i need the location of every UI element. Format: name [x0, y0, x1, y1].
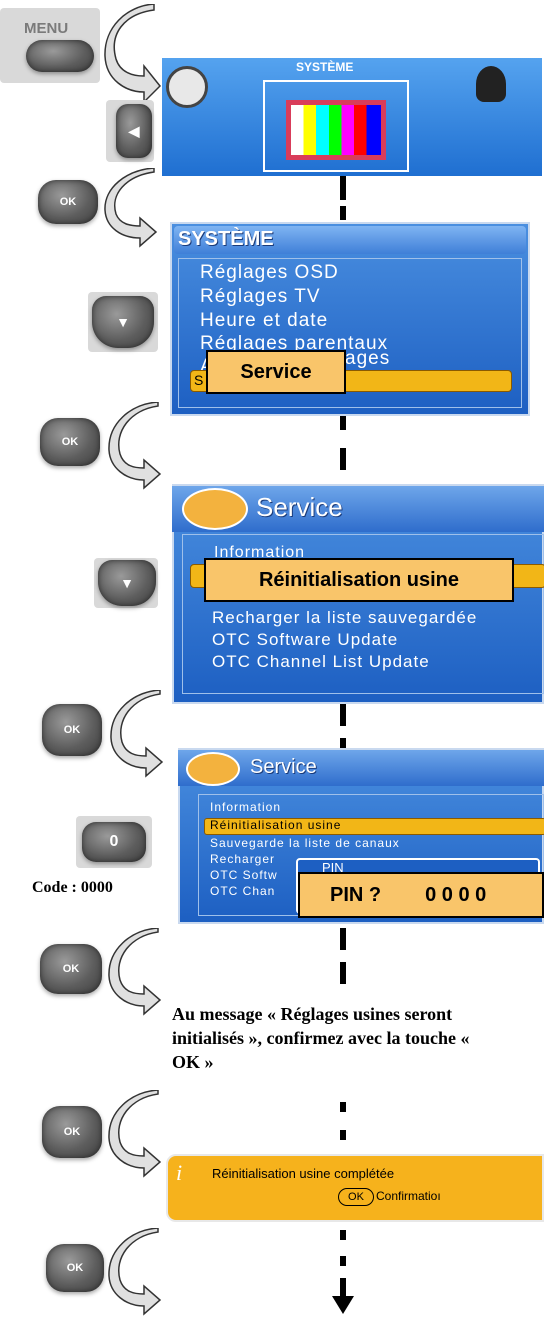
pin-callout: PIN ? 0 0 0 0: [298, 872, 544, 918]
flow-dash: [340, 928, 346, 950]
tv-test-pattern-icon: [286, 100, 386, 160]
flow-dash: [340, 416, 346, 430]
menu-title: SYSTÈME: [178, 228, 274, 250]
flow-dash: [340, 962, 346, 984]
menu-item-osd[interactable]: Réglages OSD: [200, 262, 339, 283]
done-dialog: [166, 1154, 544, 1222]
pin-item-save-list[interactable]: Sauvegarde la liste de canaux: [210, 836, 400, 850]
bracket-frame: [263, 80, 409, 172]
service-item-information[interactable]: Information: [214, 544, 306, 561]
flow-dash: [340, 1102, 346, 1112]
pin-callout-label: PIN ?: [330, 883, 382, 906]
pin-service-title: Service: [250, 756, 317, 778]
flow-dash: [340, 738, 346, 748]
menu-label: MENU: [24, 20, 69, 37]
curved-arrow-icon: [108, 1228, 162, 1316]
pin-item-reload[interactable]: Recharger: [210, 852, 276, 866]
down-arrow-button[interactable]: ▼: [92, 296, 154, 348]
curved-arrow-icon: [108, 402, 162, 490]
flow-dash: [340, 1278, 346, 1296]
menu-button[interactable]: [26, 40, 94, 72]
curved-arrow-icon: [110, 690, 164, 778]
code-label: Code : 0000: [32, 879, 113, 896]
flow-dash: [340, 176, 346, 200]
pin-item-information[interactable]: Information: [210, 800, 282, 814]
menu-item-tv[interactable]: Réglages TV: [200, 286, 321, 307]
instruction-text: Au message « Réglages usines seront init…: [172, 1004, 470, 1072]
confirm-label: Confirmatioı: [376, 1189, 441, 1203]
curved-arrow-icon: [104, 168, 158, 248]
curved-arrow-icon: [108, 1090, 162, 1178]
service-callout: Service: [206, 350, 346, 394]
flow-dash: [340, 1230, 346, 1240]
menu-item-parental[interactable]: Réglages parentaux: [200, 333, 389, 354]
pin-item-otc-software[interactable]: OTC Softw: [210, 868, 278, 882]
menu-item-partial-s: S: [194, 372, 205, 388]
menu-title-bar: [174, 226, 526, 254]
pin-item-highlight[interactable]: [204, 818, 544, 835]
down-arrow-icon: [332, 1296, 354, 1314]
ok-button[interactable]: OK: [40, 944, 102, 994]
screen-title: SYSTÈME: [296, 60, 354, 74]
flow-dash: [340, 448, 346, 470]
service-title: Service: [256, 492, 343, 522]
ok-button[interactable]: OK: [40, 418, 100, 466]
curved-arrow-icon: [108, 928, 162, 1016]
down-arrow-button[interactable]: ▼: [98, 560, 156, 606]
menu-item-partial-ages[interactable]: ages: [345, 348, 391, 369]
service-item-otc-software[interactable]: OTC Software Update: [212, 630, 399, 649]
ok-button[interactable]: OK: [46, 1244, 104, 1292]
ok-confirm-button[interactable]: OK: [338, 1188, 374, 1206]
alarm-clock-icon: [166, 66, 208, 108]
left-arrow-button[interactable]: ◀: [116, 104, 152, 158]
done-message: Réinitialisation usine complétée: [212, 1166, 395, 1181]
zero-button[interactable]: 0: [82, 822, 146, 862]
antenna-icon: [476, 66, 506, 102]
pin-box-title: PIN: [322, 860, 344, 875]
pin-item-factory-reset[interactable]: Réinitialisation usine: [210, 818, 342, 832]
flow-dash: [340, 704, 346, 726]
pin-item-otc-channel[interactable]: OTC Chan: [210, 884, 276, 898]
pin-callout-code: 0 0 0 0: [425, 883, 487, 906]
menu-item-datetime[interactable]: Heure et date: [200, 310, 329, 331]
wrench-icon: [186, 752, 240, 786]
flow-dash: [340, 1130, 346, 1140]
info-icon: i: [176, 1160, 183, 1185]
menu-list-frame: [178, 258, 522, 408]
factory-reset-callout: Réinitialisation usine: [204, 558, 514, 602]
flow-dash: [340, 1256, 346, 1266]
wrench-icon: [182, 488, 248, 530]
service-item-otc-channel[interactable]: OTC Channel List Update: [212, 652, 430, 671]
ok-button[interactable]: OK: [42, 704, 102, 756]
service-item-reload[interactable]: Recharger la liste sauvegardée: [212, 608, 478, 627]
flow-dash: [340, 206, 346, 220]
curved-arrow-icon: [104, 4, 162, 104]
ok-button[interactable]: OK: [42, 1106, 102, 1158]
ok-button[interactable]: OK: [38, 180, 98, 224]
